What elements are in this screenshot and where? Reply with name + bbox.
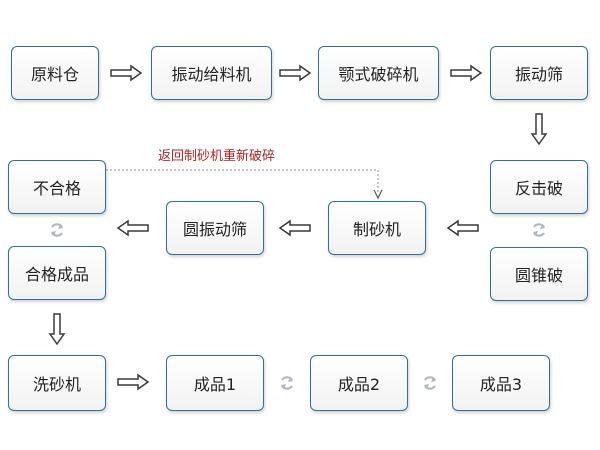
return-arrowhead-icon (373, 189, 383, 200)
node-product-1: 成品1 (166, 355, 264, 411)
return-to-sand-maker-note: 返回制砂机重新破碎 (158, 149, 276, 164)
cycle-icon (422, 375, 438, 391)
node-jaw-crusher: 颚式破碎机 (318, 46, 439, 100)
return-dotted-line (106, 169, 379, 193)
arrow-right-icon (279, 65, 311, 81)
node-sand-washer: 洗砂机 (8, 355, 106, 411)
arrow-right-icon (110, 65, 142, 81)
node-impact-crusher: 反击破 (490, 160, 588, 214)
node-vibrating-feeder: 振动给料机 (151, 46, 272, 100)
node-cone-crusher: 圆锥破 (490, 247, 588, 301)
node-vibrating-screen: 振动筛 (490, 46, 588, 100)
cycle-icon (49, 222, 65, 238)
arrow-down-icon (49, 313, 65, 345)
arrow-right-icon (117, 374, 149, 390)
cycle-icon (531, 222, 547, 238)
arrow-left-icon (447, 220, 479, 236)
arrow-left-icon (117, 220, 149, 236)
node-product-2: 成品2 (310, 355, 408, 411)
node-raw-material-bin: 原料仓 (11, 46, 99, 100)
node-sand-maker: 制砂机 (328, 201, 426, 255)
node-qualified-product: 合格成品 (8, 246, 106, 300)
node-product-3: 成品3 (452, 355, 550, 411)
arrow-down-icon (531, 113, 547, 145)
arrow-right-icon (450, 65, 482, 81)
node-circular-vibrating-screen: 圆振动筛 (166, 201, 264, 255)
arrow-left-icon (279, 220, 311, 236)
node-unqualified: 不合格 (8, 160, 106, 214)
cycle-icon (279, 375, 295, 391)
